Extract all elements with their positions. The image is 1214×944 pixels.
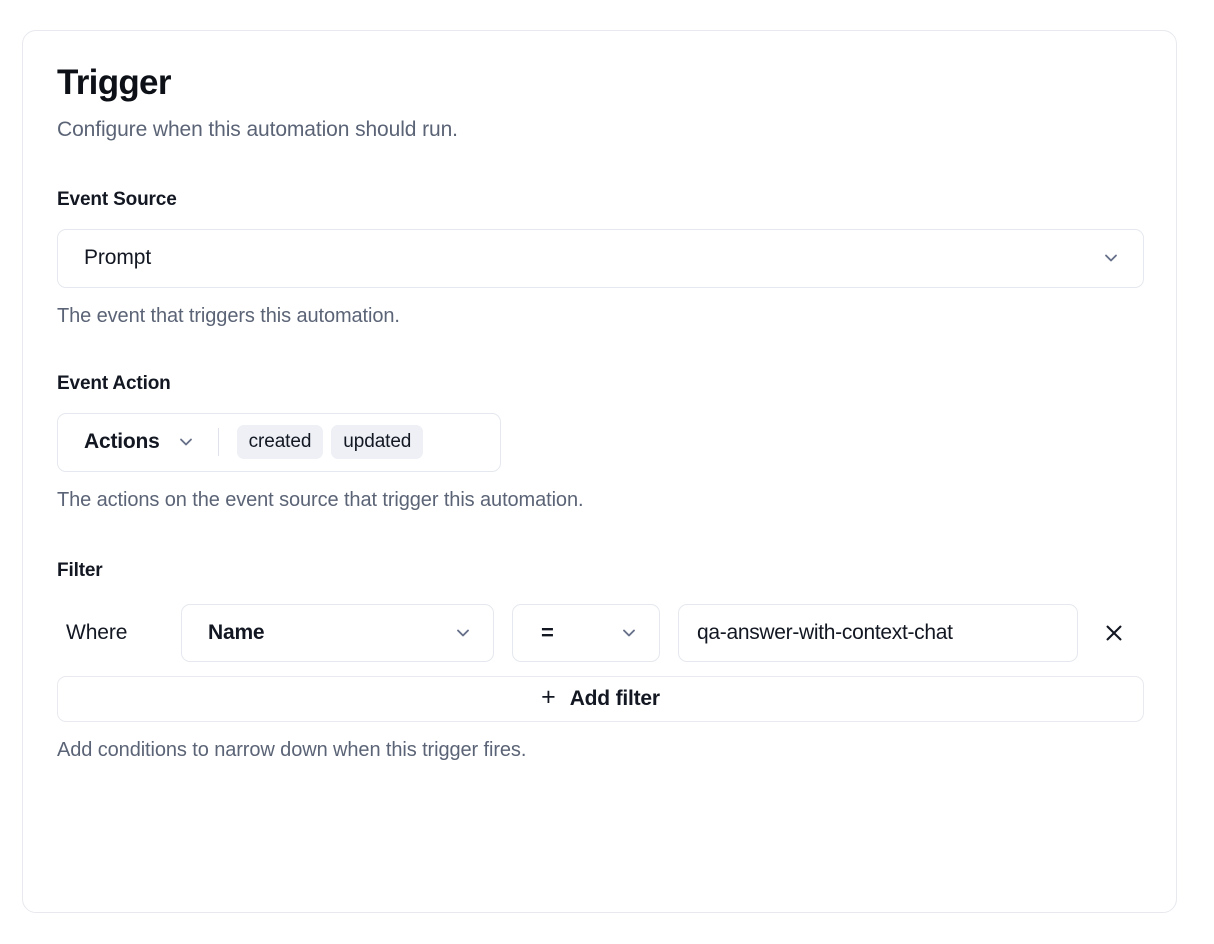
event-action-help: The actions on the event source that tri… — [57, 488, 584, 511]
event-source-select[interactable]: Prompt — [57, 228, 1144, 288]
event-action-dropdown[interactable]: Actions — [84, 430, 196, 454]
add-filter-button[interactable]: + Add filter — [57, 675, 1144, 722]
filter-row: Where Name = — [57, 603, 1142, 662]
filter-value-input[interactable] — [678, 603, 1078, 662]
event-action-combo: Actions created updated — [57, 412, 501, 472]
event-action-label: Event Action — [57, 372, 171, 394]
chevron-down-icon — [1101, 248, 1121, 268]
event-source-group: Event Source Prompt The event that trigg… — [57, 188, 1144, 328]
page-subtitle: Configure when this automation should ru… — [57, 118, 458, 142]
filter-group: Filter Where Name = — [57, 559, 1144, 762]
event-source-help: The event that triggers this automation. — [57, 304, 400, 327]
trigger-card: Trigger Configure when this automation s… — [22, 30, 1177, 913]
event-action-chips: created updated — [236, 425, 424, 459]
where-label: Where — [66, 620, 128, 644]
remove-filter-button[interactable] — [1092, 611, 1136, 655]
chevron-down-icon — [176, 432, 196, 452]
filter-help: Add conditions to narrow down when this … — [57, 738, 527, 761]
chevron-down-icon — [453, 623, 473, 643]
plus-icon: + — [541, 683, 556, 711]
close-icon — [1103, 622, 1125, 644]
event-action-dropdown-label: Actions — [84, 430, 160, 453]
combo-divider — [217, 428, 219, 456]
add-filter-label: Add filter — [569, 686, 660, 710]
filter-operator-value: = — [541, 619, 554, 645]
filter-field-value: Name — [208, 620, 265, 644]
event-action-chip-created[interactable]: created — [236, 425, 324, 459]
event-action-chip-updated[interactable]: updated — [331, 425, 424, 459]
filter-operator-select[interactable]: = — [512, 603, 660, 662]
event-source-label: Event Source — [57, 188, 177, 210]
filter-field-select[interactable]: Name — [181, 603, 494, 662]
event-source-value: Prompt — [84, 246, 152, 269]
filter-label: Filter — [57, 559, 103, 581]
event-action-group: Event Action Actions created updated The… — [57, 373, 1142, 512]
chevron-down-icon — [619, 623, 639, 643]
page-title: Trigger — [57, 63, 171, 102]
